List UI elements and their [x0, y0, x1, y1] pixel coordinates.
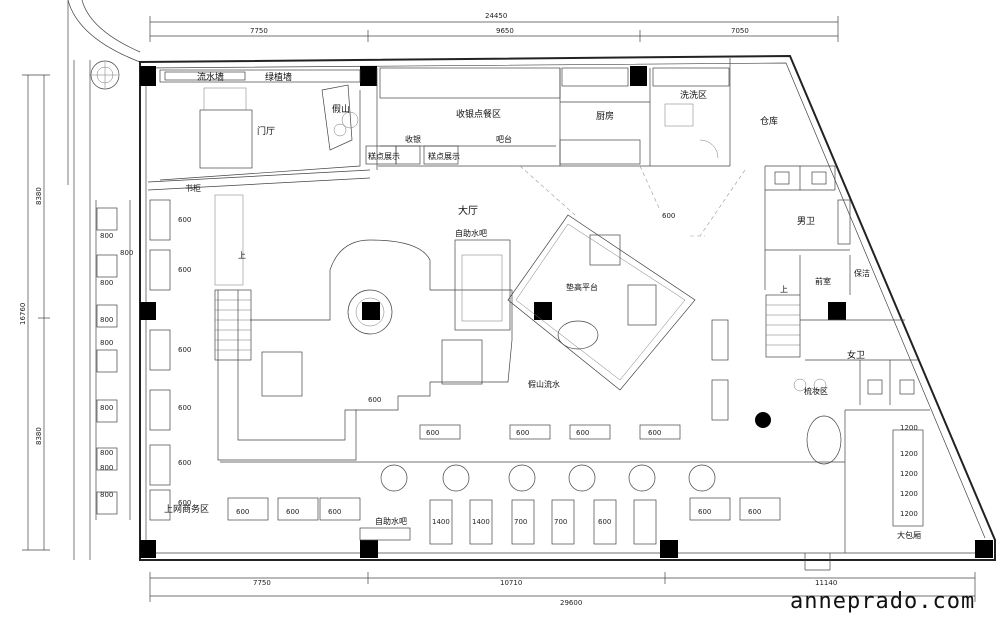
label-pastry-display-2: 糕点展示: [428, 151, 460, 161]
dim-left-total: 16760: [19, 303, 27, 325]
label-cleaning: 保洁: [854, 268, 870, 278]
dim-bottom-5: 1400: [472, 518, 490, 526]
dim-center-6: 600: [648, 429, 661, 437]
dim-center-5: 600: [576, 429, 589, 437]
dim-bottom-seg-2: 10710: [500, 579, 522, 587]
dim-left-9: 600: [178, 404, 191, 412]
foyer-block: [147, 69, 371, 191]
dim-left-12: 600: [178, 459, 191, 467]
dim-left-14: 600: [178, 499, 191, 507]
label-washroom: 梳妆区: [804, 386, 828, 396]
watermark: anneprado.com: [790, 589, 975, 614]
dim-bottom-total: 29600: [560, 599, 582, 607]
dim-center-2: 600: [368, 396, 381, 404]
label-rockery: 假山: [332, 104, 350, 115]
dim-center-3: 600: [426, 429, 439, 437]
dim-bottom-8: 600: [598, 518, 611, 526]
dim-bottom-10: 600: [748, 508, 761, 516]
dim-left-13: 800: [100, 491, 113, 499]
dim-left-2: 600: [178, 266, 191, 274]
dim-left-8: 800: [100, 404, 113, 412]
tree-icon: [90, 60, 120, 90]
left-table-groups: [149, 199, 171, 521]
dim-top-seg-1: 7750: [250, 27, 268, 35]
label-up-1: 上: [238, 251, 246, 260]
dim-bottom-seg-1: 7750: [253, 579, 271, 587]
dim-left-1: 600: [178, 216, 191, 224]
label-mens-wc: 男卫: [797, 216, 815, 227]
label-foyer: 门厅: [257, 125, 275, 137]
label-kitchen: 厨房: [596, 110, 614, 122]
label-cashier: 收银: [405, 134, 421, 144]
label-rockery-pool: 假山流水: [528, 379, 560, 389]
label-private-room: 大包厢: [897, 530, 921, 540]
dim-bottom-1: 600: [236, 508, 249, 516]
label-hall: 大厅: [458, 204, 478, 217]
label-womens-wc: 女卫: [847, 349, 865, 361]
dim-bottom-12: 1200: [900, 450, 918, 458]
label-up-2: 上: [780, 285, 788, 294]
label-self-bar-bottom: 自助水吧: [375, 516, 407, 526]
dim-center-1: 600: [662, 212, 675, 220]
door-icon: [804, 553, 831, 571]
label-warehouse: 仓库: [760, 115, 778, 127]
label-pastry-display-1: 糕点展示: [368, 151, 400, 161]
restroom-block: [764, 165, 920, 405]
dim-bottom-3: 600: [328, 508, 341, 516]
dim-left-3: 800: [100, 232, 113, 240]
dim-bottom-2: 600: [286, 508, 299, 516]
label-self-bar-top: 自助水吧: [455, 228, 487, 238]
dim-top-seg-2: 9650: [496, 27, 514, 35]
outer-walls: [67, 0, 996, 561]
dim-left-7: 600: [178, 346, 191, 354]
dim-left-11: 800: [100, 464, 113, 472]
structural-columns: [140, 66, 993, 558]
dim-top-total: 24450: [485, 12, 507, 20]
dim-bottom-6: 700: [514, 518, 527, 526]
left-wall-booths: [95, 200, 131, 520]
dim-bottom-13: 1200: [900, 470, 918, 478]
label-water-wall: 流水墙: [197, 71, 224, 83]
dim-left-5: 800: [100, 316, 113, 324]
dim-left-4: 800: [100, 279, 113, 287]
dimension-lines: 24450 7750 9650 7050 7750 10710 11140 29…: [19, 12, 976, 607]
label-business-area: 上网商务区: [164, 503, 209, 515]
dim-bottom-11: 1200: [900, 424, 918, 432]
dim-left-seg-2: 8380: [35, 427, 43, 445]
dim-bottom-9: 600: [698, 508, 711, 516]
label-bar-counter: 吧台: [496, 134, 512, 144]
label-washing: 洗洗区: [680, 89, 707, 101]
dim-bottom-seg-3: 11140: [815, 579, 837, 587]
dim-bottom-7: 700: [554, 518, 567, 526]
cashier-kitchen-block: [365, 58, 731, 170]
hall-structures: [214, 165, 930, 553]
dim-bottom-14: 1200: [900, 490, 918, 498]
dim-left-6: 800: [100, 339, 113, 347]
label-green-wall: 绿植墙: [265, 71, 292, 83]
dim-left-10: 800: [100, 449, 113, 457]
dim-center-4: 600: [516, 429, 529, 437]
dim-top-seg-3: 7050: [731, 27, 749, 35]
dim-left-15: 800: [120, 249, 133, 257]
label-raised-platform: 垫高平台: [566, 282, 598, 292]
dim-left-seg-1: 8380: [35, 187, 43, 205]
label-cashier-order: 收银点餐区: [456, 108, 501, 120]
label-stair-room: 前室: [815, 276, 831, 286]
label-bookshelf: 书柜: [185, 183, 201, 193]
dim-bottom-15: 1200: [900, 510, 918, 518]
dim-bottom-4: 1400: [432, 518, 450, 526]
